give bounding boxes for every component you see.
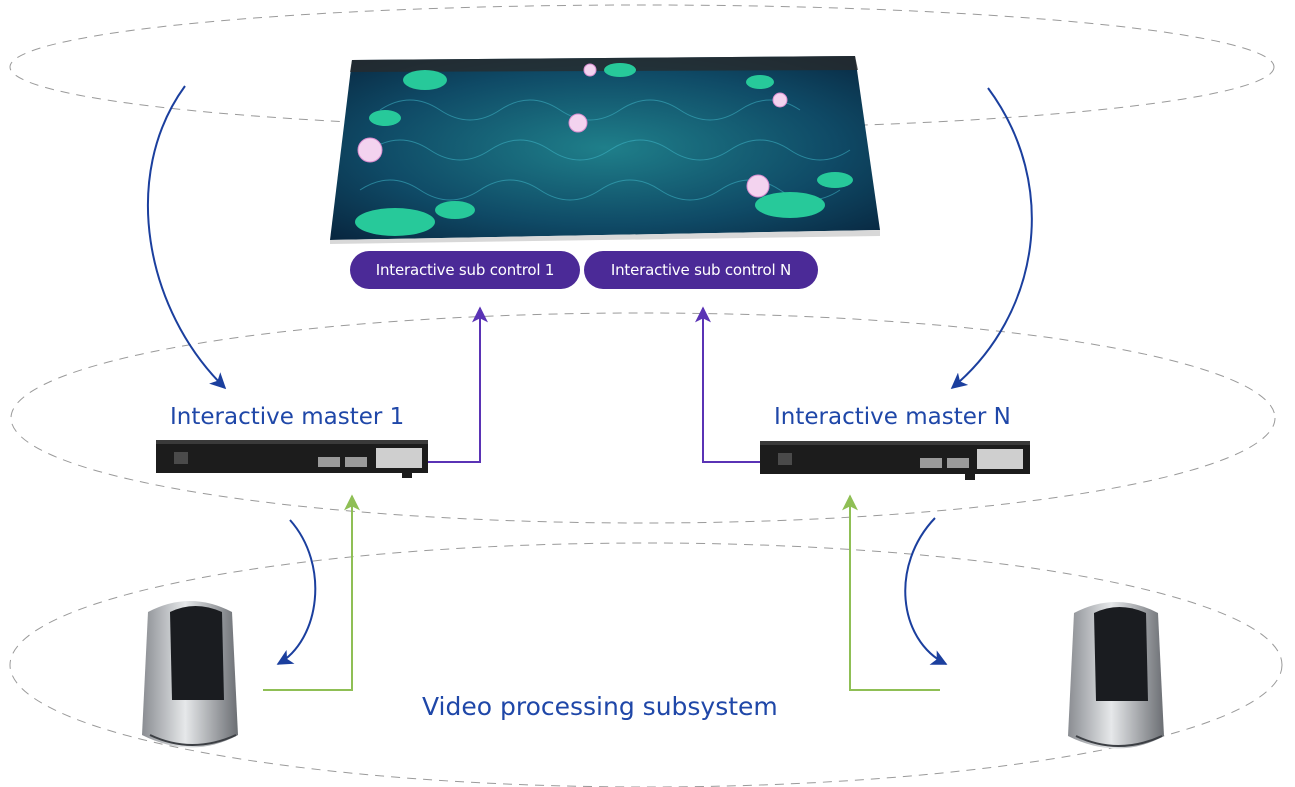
sub-control-1-label: Interactive sub control 1	[350, 251, 580, 289]
curve-arrow-right-top	[950, 87, 1033, 390]
tower-pc-icon	[1068, 602, 1164, 749]
sub-control-n-label: Interactive sub control N	[584, 251, 818, 289]
tower-pc-icon	[142, 601, 238, 748]
master-level-ellipse	[10, 312, 1276, 524]
curve-arrow-left-top	[147, 85, 227, 390]
control-box-icon	[760, 441, 1030, 480]
subsystem-level-ellipse	[9, 542, 1283, 787]
interactive-floor-screen-icon	[330, 56, 880, 244]
control-line-master-1	[400, 306, 488, 463]
return-line-right	[842, 494, 940, 691]
control-line-master-n	[695, 306, 785, 463]
master-1-label: Interactive master 1	[170, 404, 405, 430]
control-box-icon	[156, 440, 428, 478]
curve-arrow-left-bottom	[276, 519, 317, 665]
return-line-left	[263, 494, 360, 691]
master-n-label: Interactive master N	[774, 404, 1011, 430]
curve-arrow-right-bottom	[904, 517, 948, 665]
subsystem-label: Video processing subsystem	[422, 692, 778, 721]
